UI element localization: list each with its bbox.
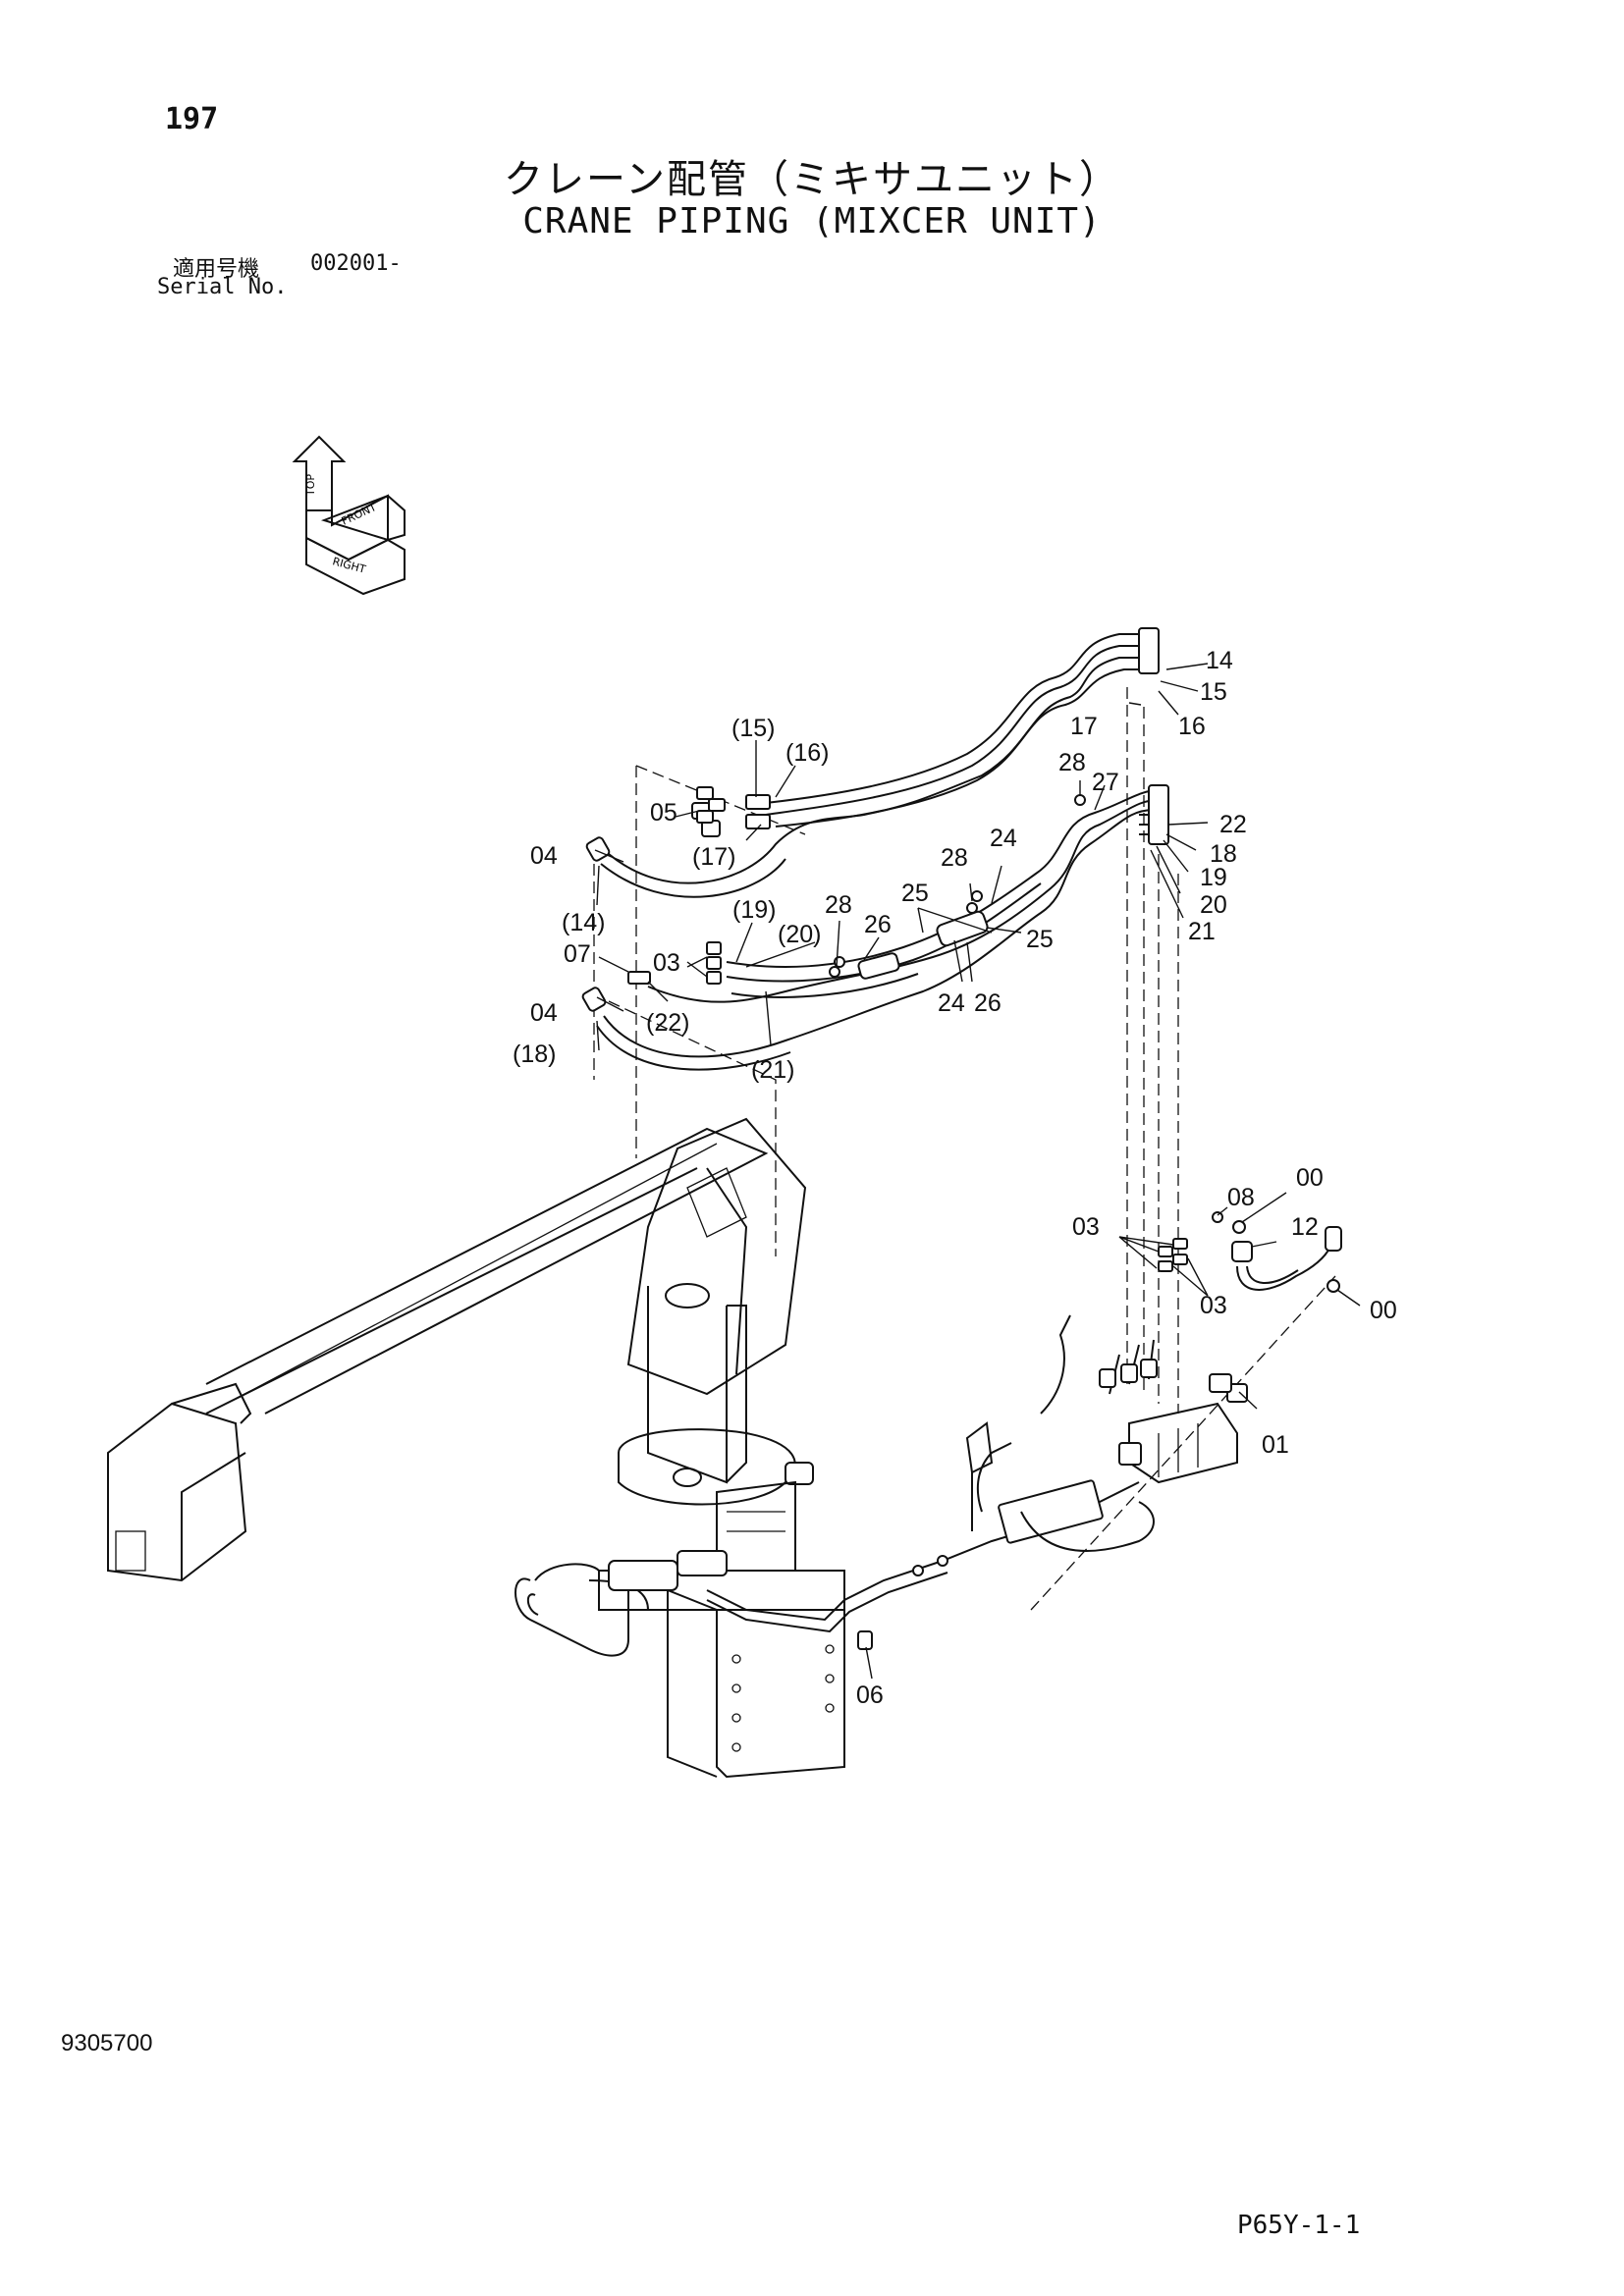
serial-label-english: Serial No.: [157, 275, 288, 299]
crane-assembly: [107, 1117, 845, 1779]
page-number: 197: [165, 102, 219, 136]
callout-28-middle: 28: [941, 844, 968, 872]
callout-17: 17: [1070, 713, 1098, 740]
orientation-icon: TOP FRONT RIGHT: [292, 435, 406, 596]
callout-25-right: 25: [1026, 926, 1054, 953]
callout-24-upper: 24: [990, 825, 1017, 852]
callout-03-upper: 03: [653, 949, 680, 977]
control-valve-section: [706, 1314, 1248, 1633]
callout-22-ref: (22): [646, 1009, 689, 1037]
callout-12: 12: [1291, 1213, 1319, 1241]
callout-26-right: 26: [974, 989, 1001, 1017]
callout-26-left: 26: [864, 911, 892, 938]
callout-20-ref: (20): [778, 921, 821, 948]
callout-03-left: 03: [1072, 1213, 1100, 1241]
callout-labels: 14 15 16 17 (15) (16) (17) 05 04 (14) 07…: [513, 647, 1397, 1709]
callout-25-left: 25: [901, 880, 929, 907]
callout-20: 20: [1200, 891, 1227, 919]
callout-18-ref: (18): [513, 1041, 556, 1068]
callout-14-ref: (14): [562, 909, 605, 936]
serial-label-japanese: 適用号機: [173, 257, 260, 282]
callout-00-upper: 00: [1296, 1164, 1324, 1192]
orientation-label-right: RIGHT: [331, 555, 367, 576]
callout-15: 15: [1200, 678, 1227, 706]
callout-16: 16: [1178, 713, 1206, 740]
upper-hose-bundle: [585, 627, 1160, 898]
callout-01: 01: [1262, 1431, 1289, 1459]
leader-lines: [594, 663, 1361, 1680]
callout-06: 06: [856, 1682, 884, 1709]
callout-21: 21: [1188, 918, 1216, 945]
callout-22: 22: [1219, 811, 1247, 838]
callout-21-ref: (21): [751, 1056, 794, 1084]
callout-07: 07: [564, 940, 591, 968]
title-japanese: クレーン配管（ミキサユニット）: [504, 157, 1120, 202]
callout-19: 19: [1200, 864, 1227, 891]
callout-04-lower: 04: [530, 999, 558, 1027]
callout-03-right: 03: [1200, 1292, 1227, 1319]
callout-24-lower: 24: [938, 989, 965, 1017]
orientation-label-top: TOP: [304, 474, 317, 497]
document-number: 9305700: [61, 2030, 153, 2056]
callout-18: 18: [1210, 840, 1237, 868]
figure-code: P65Y-1-1: [1237, 2211, 1361, 2240]
callout-08: 08: [1227, 1184, 1255, 1211]
callout-04-upper: 04: [530, 842, 558, 870]
callout-27: 27: [1092, 769, 1119, 796]
callout-16-ref: (16): [785, 739, 829, 767]
title-english: CRANE PIPING (MIXCER UNIT): [522, 201, 1102, 241]
callout-19-ref: (19): [732, 896, 776, 924]
serial-number-value: 002001-: [310, 251, 402, 276]
callout-28-left: 28: [825, 891, 852, 919]
callout-00-lower: 00: [1370, 1297, 1397, 1324]
callout-05: 05: [650, 799, 677, 827]
callout-14: 14: [1206, 647, 1233, 674]
callout-28-right: 28: [1058, 749, 1086, 776]
callout-15-ref: (15): [731, 715, 775, 742]
orientation-label-front: FRONT: [340, 501, 379, 528]
callout-17-ref: (17): [692, 843, 735, 871]
